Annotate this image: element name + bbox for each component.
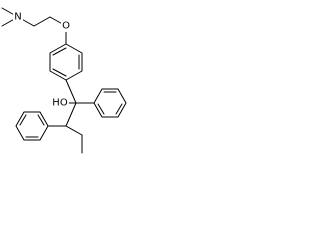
bond-central-carbon-ch bbox=[65, 102, 77, 127]
dimethylaminoethyl-chain bbox=[1, 7, 67, 45]
right-phenyl-double-bond-2 bbox=[115, 103, 123, 115]
phenoxy-ring bbox=[49, 43, 83, 81]
bond-ch2-ch2 bbox=[33, 16, 51, 27]
atom-labels: N O HO bbox=[13, 11, 71, 109]
phenoxy-double-bond-3 bbox=[52, 68, 67, 77]
phenoxy-double-bond-1 bbox=[52, 47, 67, 56]
amine-nitrogen-label: N bbox=[14, 12, 21, 23]
lower-phenyl-outline bbox=[15, 111, 49, 141]
phenoxy-ring-outline bbox=[49, 43, 83, 81]
ether-oxygen-label: O bbox=[62, 21, 70, 32]
right-phenyl-ring bbox=[93, 88, 127, 118]
right-phenyl-double-bond-3 bbox=[97, 103, 105, 115]
bond-ch-ch2 bbox=[65, 125, 83, 136]
lower-phenyl-ring bbox=[15, 111, 67, 141]
bond-ring-central-carbon bbox=[65, 79, 77, 104]
lower-phenyl-double-bond-3 bbox=[37, 114, 45, 126]
hydroxyl-label: HO bbox=[52, 98, 68, 109]
right-phenyl-outline bbox=[93, 88, 127, 118]
ethyl-group bbox=[65, 125, 83, 154]
molecule-structure: N O HO bbox=[1, 7, 127, 154]
lower-phenyl-double-bond-2 bbox=[19, 114, 27, 126]
